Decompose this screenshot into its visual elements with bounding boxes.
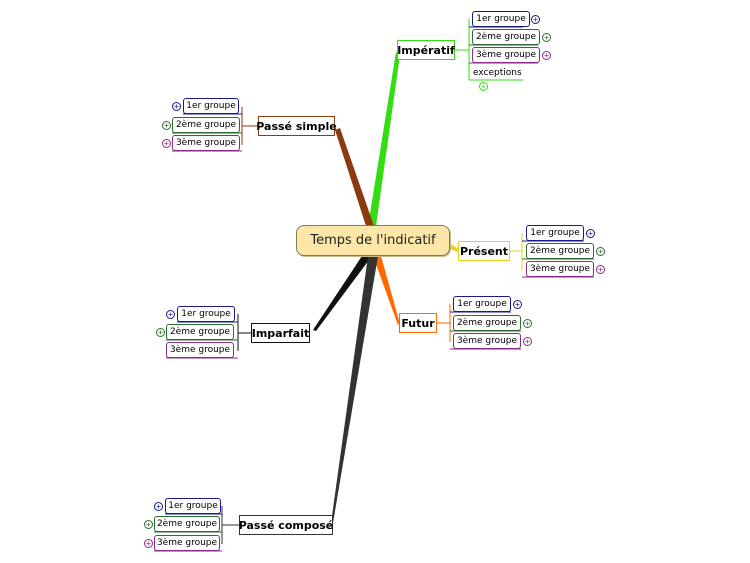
- present-3eme-groupe[interactable]: 3ème groupe: [526, 261, 594, 277]
- central-topic[interactable]: Temps de l'indicatif: [296, 225, 450, 256]
- topic-imparfait[interactable]: Imparfait: [251, 323, 310, 343]
- expand-plus-icon[interactable]: +: [162, 139, 171, 148]
- link-futur: [373, 256, 400, 325]
- expand-plus-icon[interactable]: +: [586, 229, 595, 238]
- expand-plus-icon[interactable]: +: [479, 82, 488, 91]
- passe-compose-2eme-groupe[interactable]: 2ème groupe: [154, 516, 220, 532]
- expand-plus-icon[interactable]: +: [531, 15, 540, 24]
- futur-1er-groupe[interactable]: 1er groupe: [453, 296, 511, 312]
- imperatif-2eme-groupe[interactable]: 2ème groupe: [472, 29, 540, 45]
- imparfait-1er-groupe[interactable]: 1er groupe: [177, 306, 235, 322]
- imparfait-3eme-groupe[interactable]: 3ème groupe: [166, 342, 234, 358]
- expand-plus-icon[interactable]: +: [513, 300, 522, 309]
- futur-3eme-groupe[interactable]: 3ème groupe: [453, 333, 521, 349]
- imperatif-3eme-groupe[interactable]: 3ème groupe: [472, 47, 540, 63]
- link-passe-simple: [335, 128, 374, 226]
- expand-plus-icon[interactable]: +: [542, 33, 551, 42]
- expand-plus-icon[interactable]: +: [542, 51, 551, 60]
- present-2eme-groupe[interactable]: 2ème groupe: [526, 243, 594, 259]
- expand-plus-icon[interactable]: +: [523, 337, 532, 346]
- link-imperatif: [368, 52, 400, 226]
- expand-plus-icon[interactable]: +: [144, 539, 153, 548]
- link-passe-compose: [331, 256, 378, 523]
- imperatif-exceptions[interactable]: exceptions: [473, 68, 522, 78]
- passe-simple-3eme-groupe[interactable]: 3ème groupe: [172, 135, 240, 151]
- topic-imperatif[interactable]: Impératif: [397, 40, 455, 60]
- imparfait-2eme-groupe[interactable]: 2ème groupe: [166, 324, 234, 340]
- expand-plus-icon[interactable]: +: [172, 102, 181, 111]
- topic-futur[interactable]: Futur: [399, 313, 437, 333]
- passe-compose-1er-groupe[interactable]: 1er groupe: [165, 498, 221, 514]
- expand-plus-icon[interactable]: +: [156, 328, 165, 337]
- expand-plus-icon[interactable]: +: [596, 265, 605, 274]
- expand-plus-icon[interactable]: +: [162, 121, 171, 130]
- expand-plus-icon[interactable]: +: [523, 319, 532, 328]
- passe-compose-3eme-groupe[interactable]: 3ème groupe: [154, 535, 220, 551]
- topic-passe-simple[interactable]: Passé simple: [256, 116, 337, 136]
- link-imparfait: [313, 256, 372, 331]
- expand-plus-icon[interactable]: +: [144, 520, 153, 529]
- expand-plus-icon[interactable]: +: [166, 310, 175, 319]
- passe-simple-1er-groupe[interactable]: 1er groupe: [183, 98, 239, 114]
- present-1er-groupe[interactable]: 1er groupe: [526, 225, 584, 241]
- expand-plus-icon[interactable]: +: [154, 502, 163, 511]
- futur-2eme-groupe[interactable]: 2ème groupe: [453, 315, 521, 331]
- passe-simple-2eme-groupe[interactable]: 2ème groupe: [172, 117, 240, 133]
- imperatif-1er-groupe[interactable]: 1er groupe: [472, 11, 530, 27]
- topic-passe-compose[interactable]: Passé composé: [239, 515, 333, 535]
- topic-present[interactable]: Présent: [458, 241, 510, 261]
- expand-plus-icon[interactable]: +: [596, 247, 605, 256]
